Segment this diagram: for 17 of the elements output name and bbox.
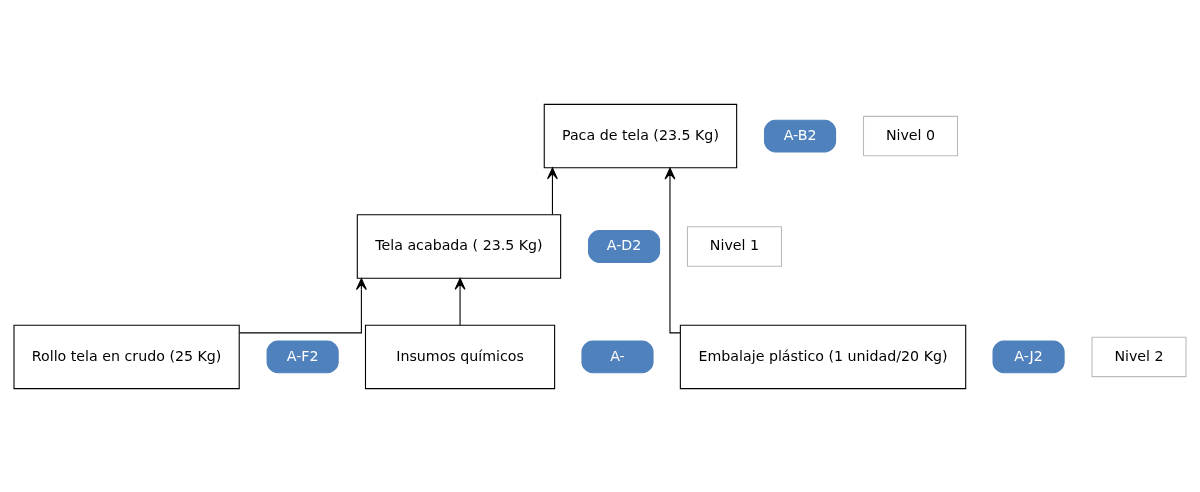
node-box: Nivel 0 — [862, 115, 959, 156]
node-box: Tela acabada ( 23.5 Kg) — [356, 213, 562, 279]
arrow — [546, 166, 558, 215]
node-box: A- — [581, 340, 654, 373]
node-box: A-J2 — [992, 340, 1065, 373]
node-box: Paca de tela (23.5 Kg) — [543, 103, 738, 168]
arrow — [664, 167, 681, 333]
arrow — [239, 277, 367, 333]
node-box: A-B2 — [764, 119, 837, 152]
node-box: Embalaje plástico (1 unidad/20 Kg) — [679, 324, 967, 389]
node-box: A-D2 — [587, 229, 661, 263]
node-box: A-F2 — [266, 340, 339, 373]
arrow — [454, 277, 466, 326]
node-box: Insumos químicos — [364, 324, 556, 389]
node-box: Rollo tela en crudo (25 Kg) — [13, 324, 240, 389]
node-box: Nivel 2 — [1091, 336, 1187, 377]
node-box: Nivel 1 — [686, 225, 783, 267]
